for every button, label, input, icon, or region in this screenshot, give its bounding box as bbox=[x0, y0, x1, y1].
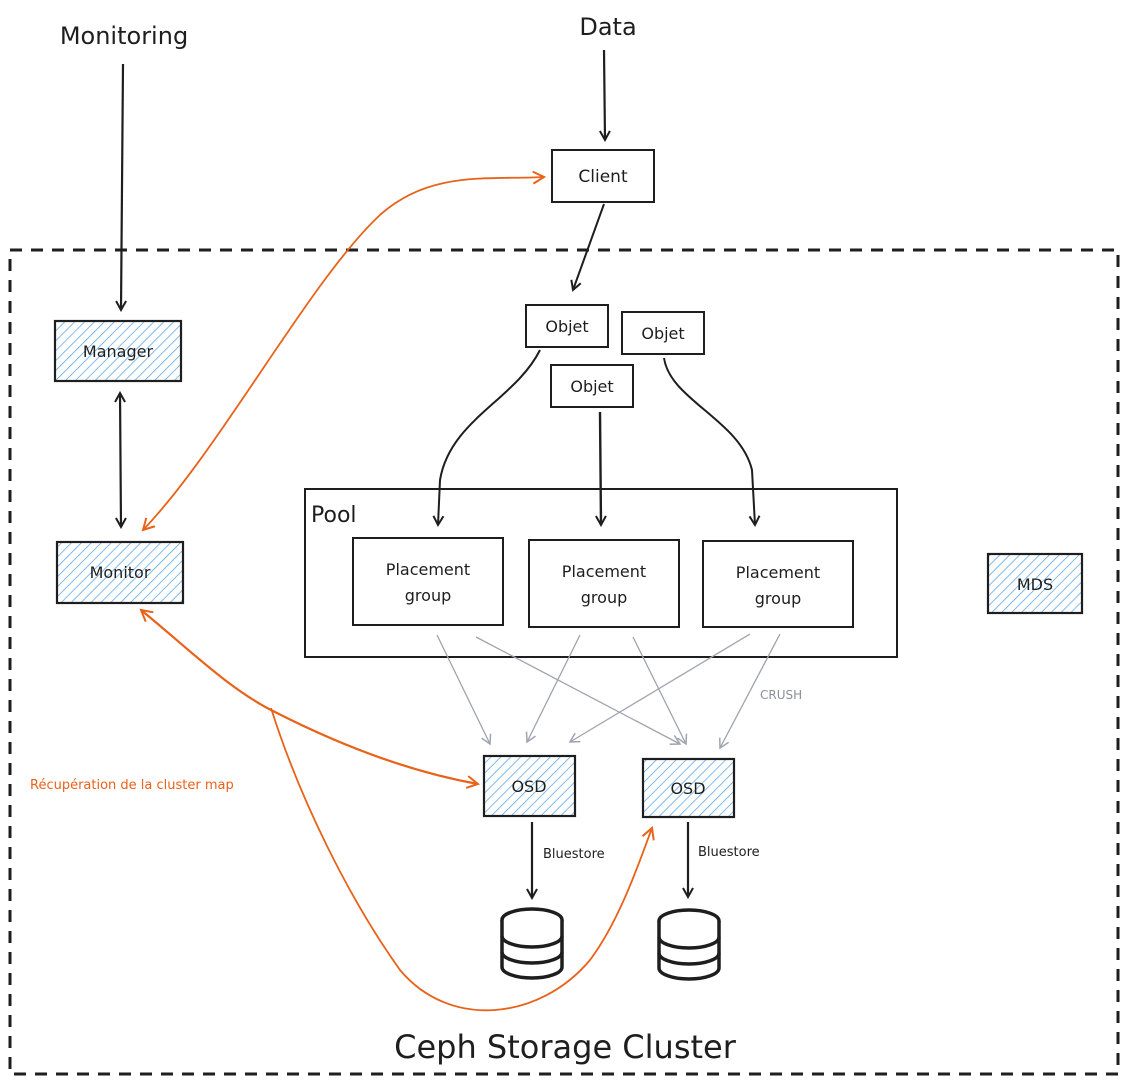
database-icon bbox=[657, 908, 721, 981]
objet3-to-pg2-arrow bbox=[600, 411, 601, 525]
crush-label: CRUSH bbox=[760, 688, 802, 702]
bluestore-label-1: Bluestore bbox=[543, 847, 605, 862]
objet-box-3 bbox=[550, 364, 634, 408]
osd-label-2: OSD bbox=[670, 779, 705, 798]
mds-box bbox=[986, 552, 1084, 615]
objet-label-3: Objet bbox=[570, 377, 613, 396]
osd-box-1 bbox=[482, 754, 577, 818]
cluster-title: Ceph Storage Cluster bbox=[394, 1028, 737, 1066]
placement-group-3 bbox=[702, 540, 854, 628]
pg3-label-line2: group bbox=[755, 589, 801, 608]
manager-label: Manager bbox=[83, 342, 154, 361]
monitor-osd1-orange-arrow bbox=[141, 610, 478, 784]
objet1-to-pg1-arrow bbox=[438, 349, 541, 525]
objet-label-1: Objet bbox=[545, 317, 588, 336]
objet-label-2: Objet bbox=[641, 324, 684, 343]
monitor-label: Monitor bbox=[90, 563, 151, 582]
pg2-label-line1: Placement bbox=[562, 562, 646, 581]
cluster-boundary bbox=[8, 248, 1120, 1076]
monitor-osd2-orange-arrow bbox=[270, 707, 652, 1012]
monitoring-arrow bbox=[121, 63, 123, 310]
monitor-client-orange-arrow bbox=[143, 177, 544, 530]
placement-group-2 bbox=[528, 539, 680, 628]
placement-group-1 bbox=[352, 537, 504, 626]
data-label: Data bbox=[579, 13, 636, 41]
client-box bbox=[551, 149, 655, 203]
pool-label: Pool bbox=[311, 503, 357, 528]
pg1-label-line1: Placement bbox=[386, 560, 470, 579]
client-to-objet-arrow bbox=[573, 203, 605, 290]
bluestore-label-2: Bluestore bbox=[698, 845, 760, 860]
objet2-to-pg3-arrow bbox=[663, 357, 755, 525]
pg3-label-line1: Placement bbox=[736, 563, 820, 582]
database-icon bbox=[500, 907, 564, 980]
monitor-box bbox=[55, 540, 185, 605]
osd-box-2 bbox=[641, 757, 736, 819]
mds-label: MDS bbox=[1017, 575, 1053, 594]
cluster-map-label: Récupération de la cluster map bbox=[30, 778, 234, 793]
client-label: Client bbox=[578, 167, 628, 187]
data-arrow bbox=[604, 49, 605, 140]
osd-label-1: OSD bbox=[511, 777, 546, 796]
crush-arrows bbox=[436, 633, 781, 750]
pg2-label-line2: group bbox=[581, 588, 627, 607]
objet-box-2 bbox=[621, 311, 705, 355]
manager-monitor-arrow bbox=[120, 393, 121, 527]
monitoring-label: Monitoring bbox=[60, 22, 188, 50]
pool-box bbox=[304, 488, 898, 658]
pg1-label-line2: group bbox=[405, 586, 451, 605]
